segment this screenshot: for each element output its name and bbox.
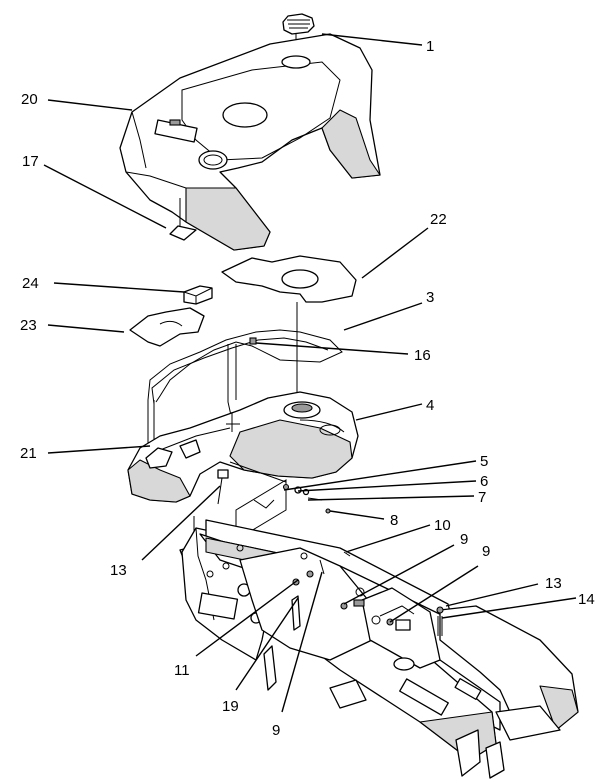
callout-13-left: 13 (110, 562, 127, 579)
callout-5: 5 (480, 453, 488, 470)
upper-shield (221, 255, 357, 303)
callout-13-right: 13 (545, 575, 562, 592)
callout-14: 14 (578, 591, 595, 608)
callout-6: 6 (480, 473, 488, 490)
callout-3: 3 (426, 289, 434, 306)
callout-19: 19 (222, 698, 239, 715)
callout-4: 4 (426, 397, 434, 414)
callout-23: 23 (20, 317, 37, 334)
callout-10: 10 (434, 517, 451, 534)
callout-16: 16 (414, 347, 431, 364)
callout-20: 20 (21, 91, 38, 108)
fuel-tank (127, 391, 359, 503)
hood-fender (119, 33, 381, 251)
callout-17: 17 (22, 153, 39, 170)
callout-9-upper: 9 (460, 531, 468, 548)
callout-11: 11 (174, 662, 190, 679)
bumper-block (183, 285, 213, 305)
stud-right (436, 606, 444, 636)
callout-24: 24 (22, 275, 39, 292)
leader-lines (43, 33, 577, 713)
callout-21: 21 (20, 445, 37, 462)
callout-9-middle: 9 (482, 543, 490, 560)
callout-7: 7 (478, 489, 486, 506)
chassis-frame (181, 519, 579, 779)
support-rod (169, 198, 197, 241)
callout-1: 1 (426, 38, 434, 55)
lower-shield (129, 307, 205, 347)
callout-labels: 1 20 17 22 24 3 23 16 4 21 5 6 7 8 10 9 … (20, 38, 595, 739)
callout-22: 22 (430, 211, 447, 228)
callout-8: 8 (390, 512, 398, 529)
callout-9-lower: 9 (272, 722, 280, 739)
